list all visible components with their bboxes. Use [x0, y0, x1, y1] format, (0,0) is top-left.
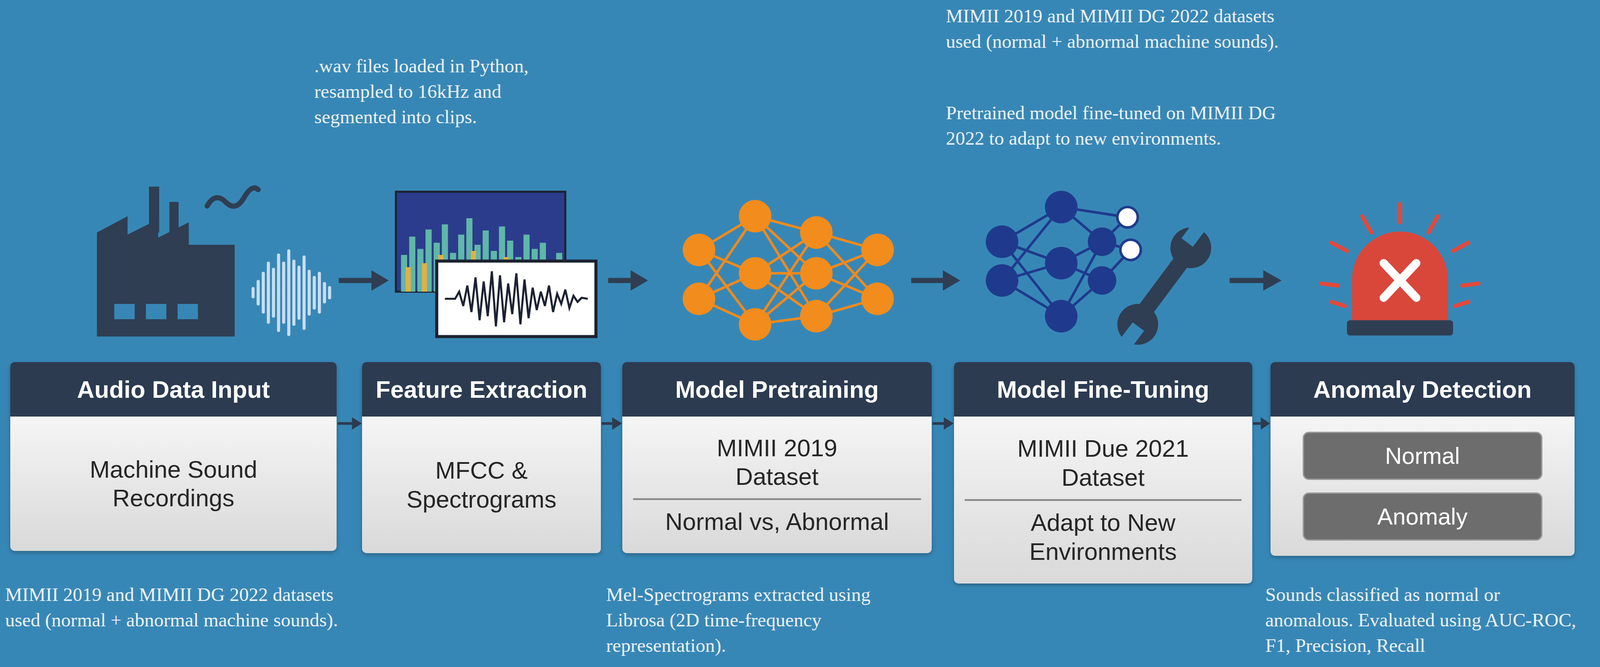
connector-line [1253, 422, 1262, 425]
arrow-line [608, 277, 633, 283]
window [177, 304, 199, 320]
connector-line [601, 422, 613, 425]
smoke [207, 187, 259, 207]
factory-building [96, 216, 235, 337]
waveform-frame [436, 261, 596, 337]
connector-line [932, 422, 944, 425]
flow-connector [337, 417, 362, 430]
window [114, 304, 135, 320]
annotation: .wav files loaded in Python, resampled t… [314, 53, 570, 130]
process-box: Feature ExtractionMFCC & Spectrograms [362, 362, 601, 553]
box-body: NormalAnomaly [1270, 416, 1575, 557]
network-node-hollow [1120, 239, 1142, 261]
spectrogram-icon [395, 191, 596, 337]
box-header: Feature Extraction [362, 362, 601, 417]
box-text: Adapt to New Environments [980, 508, 1226, 567]
box-header: Audio Data Input [10, 362, 337, 417]
arrow-head [943, 417, 954, 430]
network-nodes [985, 190, 1117, 333]
box-header: Model Fine-Tuning [954, 362, 1252, 417]
divider-row: Adapt to New Environments [964, 499, 1242, 567]
fine-tune-icon [985, 190, 1212, 349]
box-text: MFCC & Spectrograms [379, 455, 584, 514]
flow-connector [932, 417, 954, 430]
wrench-jaw [1119, 322, 1145, 349]
process-box: Anomaly DetectionNormalAnomaly [1270, 362, 1575, 556]
box-text: Machine Sound Recordings [35, 454, 312, 513]
text-row: MFCC & Spectrograms [379, 455, 584, 514]
arrow-line [1229, 277, 1266, 283]
network-nodes [682, 200, 894, 341]
network-node-hollow [1117, 207, 1138, 228]
header-text: Model Fine-Tuning [996, 375, 1210, 403]
box-body: MFCC & Spectrograms [362, 416, 601, 554]
header-text: Feature Extraction [375, 375, 588, 403]
annotation: Sounds classified as normal or anomalous… [1265, 581, 1592, 659]
result-pill: Anomaly [1302, 492, 1543, 541]
text-row: Machine Sound Recordings [35, 454, 312, 513]
sound-wave [253, 250, 330, 335]
header-text: Audio Data Input [77, 375, 271, 403]
box-header: Model Pretraining [622, 362, 932, 417]
arrow-head [351, 417, 362, 430]
box-header: Anomaly Detection [1270, 362, 1575, 417]
alarm-x [1383, 262, 1417, 298]
text-row: MIMII Due 2021 Dataset [995, 433, 1211, 492]
box-body: Machine Sound Recordings [10, 416, 337, 552]
arrow-head [371, 270, 389, 291]
alarm-base [1346, 320, 1454, 336]
box-text: Normal vs, Abnormal [665, 507, 889, 537]
process-box: Model Fine-TuningMIMII Due 2021 DatasetA… [954, 362, 1252, 584]
header-text: Anomaly Detection [1313, 375, 1532, 403]
window [145, 304, 167, 320]
arrow-line [911, 277, 945, 283]
alarm-dome [1352, 231, 1449, 323]
pill-text: Normal [1312, 441, 1533, 470]
annotation: Mel-Spectrograms extracted using Librosa… [606, 581, 933, 659]
divider-row: Normal vs, Abnormal [633, 498, 921, 537]
network-links [699, 216, 878, 325]
pill-text: Anomaly [1312, 502, 1533, 531]
process-box: Model PretrainingMIMII 2019 DatasetNorma… [622, 362, 932, 553]
neural-network-icon [682, 200, 894, 341]
annotation: MIMII 2019 and MIMII DG 2022 datasets us… [945, 3, 1283, 55]
arrow-head [942, 270, 961, 291]
annotation: MIMII 2019 and MIMII DG 2022 datasets us… [4, 581, 342, 633]
box-body: MIMII 2019 DatasetNormal vs, Abnormal [622, 416, 932, 554]
flow-connector [1253, 417, 1271, 430]
wrench-jaw [1181, 220, 1207, 247]
header-text: Model Pretraining [675, 375, 880, 403]
factory-icon [96, 186, 259, 337]
arrow-head [1260, 417, 1271, 430]
flow-connector [601, 417, 623, 430]
box-text: MIMII Due 2021 Dataset [995, 433, 1211, 492]
network-links [1002, 207, 1131, 317]
box-text: MIMII 2019 Dataset [679, 433, 874, 492]
process-box: Audio Data InputMachine Sound Recordings [10, 362, 337, 551]
arrow-head [1263, 270, 1282, 291]
connector-line [337, 422, 352, 425]
waveform [445, 271, 588, 327]
box-body: MIMII Due 2021 DatasetAdapt to New Envir… [954, 416, 1252, 584]
arrow-head [630, 270, 649, 291]
annotation: Pretrained model fine-tuned on MIMII DG … [945, 100, 1283, 151]
result-pill: Normal [1302, 431, 1543, 480]
arrow-line [338, 277, 374, 283]
alarm-icon [1321, 204, 1479, 336]
arrow-head [612, 417, 622, 430]
text-row: MIMII 2019 Dataset [679, 433, 874, 492]
